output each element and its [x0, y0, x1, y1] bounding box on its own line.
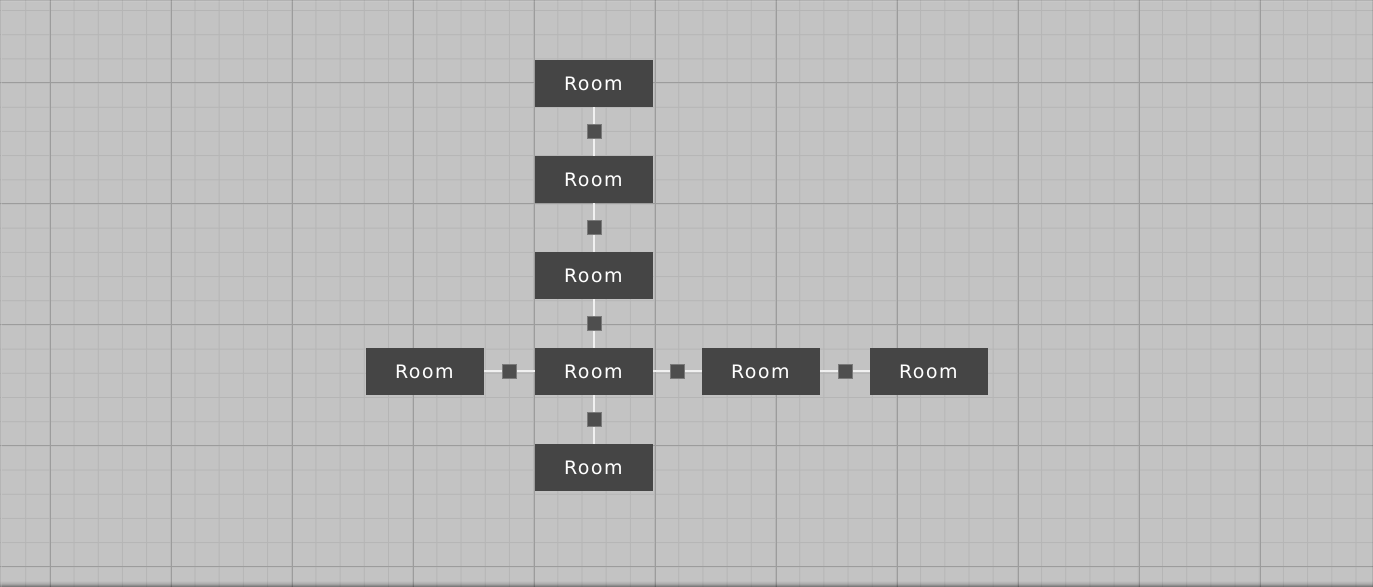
- room-node-label: Room: [563, 168, 625, 191]
- room-node-left[interactable]: Room: [366, 348, 484, 395]
- door-connector[interactable]: [586, 315, 602, 331]
- door-connector[interactable]: [669, 363, 685, 379]
- room-node-label: Room: [563, 72, 625, 95]
- room-node-right[interactable]: Room: [702, 348, 820, 395]
- room-node-label: Room: [563, 264, 625, 287]
- door-connector[interactable]: [837, 363, 853, 379]
- door-connector[interactable]: [586, 219, 602, 235]
- room-node-mid-upper[interactable]: Room: [535, 252, 653, 299]
- door-connector[interactable]: [501, 363, 517, 379]
- room-node-far-right[interactable]: Room: [870, 348, 988, 395]
- room-node-label: Room: [898, 360, 960, 383]
- room-node-label: Room: [563, 456, 625, 479]
- room-node-center[interactable]: Room: [535, 348, 653, 395]
- door-connector[interactable]: [586, 411, 602, 427]
- room-node-bottom[interactable]: Room: [535, 444, 653, 491]
- room-node-top[interactable]: Room: [535, 60, 653, 107]
- room-node-label: Room: [563, 360, 625, 383]
- room-node-upper[interactable]: Room: [535, 156, 653, 203]
- door-connector[interactable]: [586, 123, 602, 139]
- room-node-label: Room: [730, 360, 792, 383]
- room-node-label: Room: [394, 360, 456, 383]
